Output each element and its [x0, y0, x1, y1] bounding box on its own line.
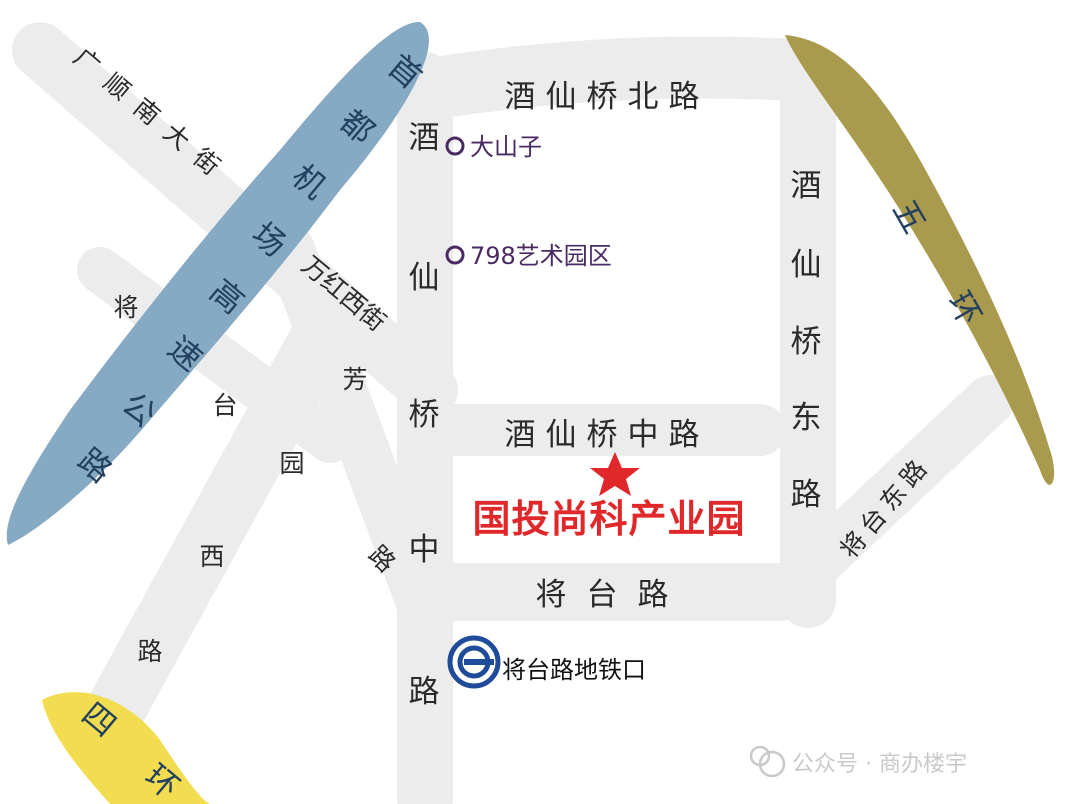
- poi-798-label: 798艺术园区: [470, 242, 612, 270]
- road-label-east-vertical: 酒 仙 桥 东 路: [791, 168, 822, 513]
- poi-dashanzi-label: 大山子: [470, 133, 542, 161]
- svg-text:桥: 桥: [409, 397, 440, 433]
- airport-highway-band: [6, 21, 429, 545]
- watermark: 公众号 · 商办楼宇: [749, 745, 967, 778]
- watermark-text: 公众号 · 商办楼宇: [792, 752, 967, 777]
- road-label-jiangtai-west: 将 台 西 路: [113, 293, 237, 666]
- svg-text:路: 路: [409, 674, 440, 710]
- svg-text:酒: 酒: [409, 120, 440, 156]
- fifth-ring-band: [785, 35, 1055, 485]
- destination-star-icon: [590, 452, 640, 496]
- poi-798: 798艺术园区: [445, 242, 612, 270]
- svg-text:仙: 仙: [409, 260, 440, 296]
- svg-text:路: 路: [137, 637, 162, 666]
- road-label-middle: 酒仙桥中路: [505, 417, 710, 453]
- road-label-fang-3: 园: [279, 449, 304, 478]
- fourth-ring-band: [42, 692, 210, 804]
- poi-798-marker-icon: [445, 245, 465, 265]
- road-label-north: 酒仙桥北路: [505, 79, 710, 115]
- poi-dashanzi-marker-icon: [445, 136, 465, 156]
- destination-label: 国投尚科产业园: [472, 497, 745, 541]
- poi-dashanzi: 大山子: [445, 133, 542, 161]
- road-southwest: [80, 290, 360, 750]
- road-label-west-vertical: 酒 仙 桥 中 路: [409, 120, 440, 710]
- svg-text:中: 中: [409, 532, 440, 568]
- svg-text:将: 将: [113, 293, 138, 322]
- svg-text:西: 西: [199, 542, 224, 571]
- subway-entrance: 将台路地铁口: [447, 635, 646, 689]
- subway-label: 将台路地铁口: [502, 656, 646, 684]
- svg-text:桥: 桥: [791, 324, 822, 360]
- road-label-south: 将台路: [536, 577, 689, 613]
- road-label-fang-2: 芳: [342, 365, 367, 394]
- svg-text:路: 路: [791, 477, 822, 513]
- svg-text:台: 台: [212, 391, 237, 420]
- svg-text:酒: 酒: [791, 168, 822, 204]
- road-jiangtai-east: [795, 375, 1015, 585]
- road-north: [404, 36, 821, 119]
- svg-text:东: 东: [791, 400, 822, 436]
- svg-text:仙: 仙: [791, 247, 822, 283]
